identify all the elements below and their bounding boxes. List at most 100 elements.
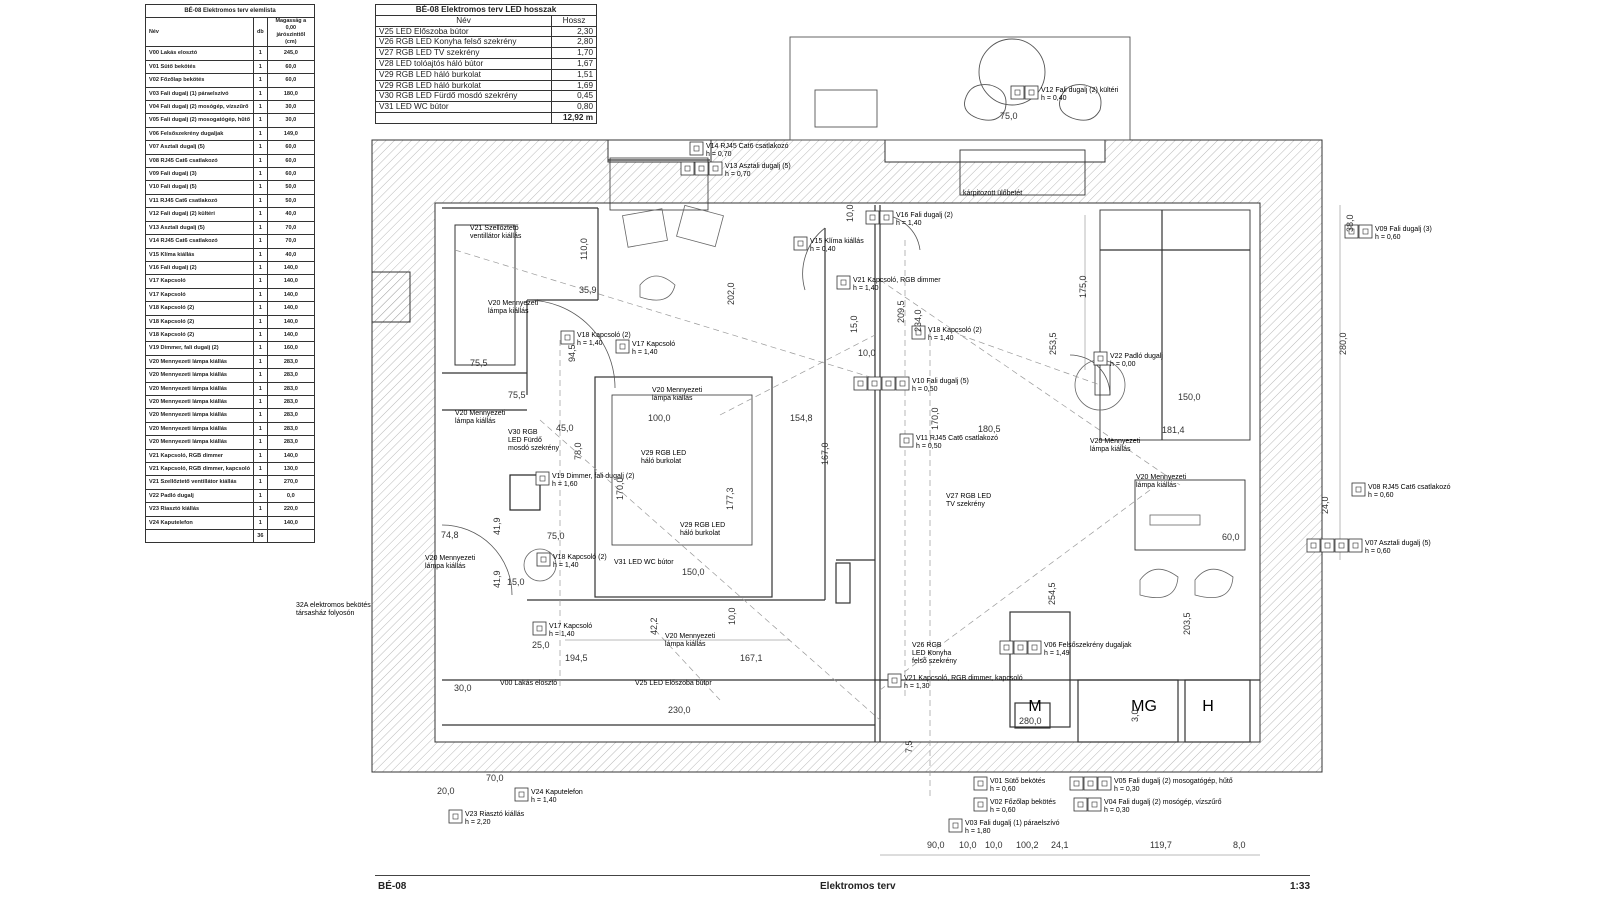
row-count: 1 xyxy=(253,234,268,249)
wiring xyxy=(454,240,1181,800)
appliance-mg: MG xyxy=(1131,698,1157,715)
row-name: V20 Mennyezeti lámpa kiállás xyxy=(144,435,255,450)
dimension-label: 75,0 xyxy=(547,531,565,541)
socket-icon xyxy=(532,621,547,636)
row-height: 140,0 xyxy=(266,448,316,464)
row-name: V20 Mennyezeti lámpa kiállás xyxy=(144,368,255,383)
row-name: V29 RGB LED háló burkolat xyxy=(374,68,553,81)
device-label: V05 Fali dugalj (2) mosogatógép, hűtő xyxy=(1114,778,1233,785)
dimension-label: 75,0 xyxy=(1000,111,1018,121)
row-count: 1 xyxy=(253,287,268,303)
footer-sheet-code: BÉ-08 xyxy=(378,881,407,892)
dimension-label: 280,0 xyxy=(1338,332,1348,355)
device-height: h = 1,40 xyxy=(577,340,603,347)
row-height: 270,0 xyxy=(266,475,316,490)
row-name: V05 Fali dugalj (2) mosogatógép, hűtő xyxy=(144,113,255,128)
socket-icon xyxy=(448,809,463,824)
device-label: V10 Fali dugalj (5) xyxy=(912,378,969,385)
socket-icon xyxy=(615,339,630,354)
row-count: 1 xyxy=(253,220,268,236)
socket-icon xyxy=(836,275,851,290)
socket-icon xyxy=(1083,776,1098,791)
row-name: V04 Fali dugalj (2) mosógép, vízszűrő xyxy=(144,100,255,115)
balcony-seat-label: kárpitozott ülőbetét xyxy=(963,190,1022,197)
device-label: V21 Kapcsoló, RGB dimmer, kapcsoló xyxy=(904,675,1023,682)
device-label: V17 Kapcsoló xyxy=(632,341,675,348)
row-count: 1 xyxy=(253,86,268,102)
dimension-label: 94,5 xyxy=(567,344,577,362)
row-height: 60,0 xyxy=(266,59,316,75)
socket-icon xyxy=(881,376,896,391)
dimension-label: 75,5 xyxy=(470,358,488,368)
row-count: 1 xyxy=(253,260,268,276)
row-count: 1 xyxy=(253,73,268,88)
row-height: 283,0 xyxy=(266,368,316,383)
device-height: h = 1,40 xyxy=(632,349,658,356)
row-name: V20 Mennyezeti lámpa kiállás xyxy=(144,381,255,396)
row-height: 40,0 xyxy=(266,207,316,222)
row-height: 140,0 xyxy=(266,314,316,329)
row-count: 1 xyxy=(253,502,268,517)
dimension-label: 15,0 xyxy=(849,315,859,333)
socket-icon xyxy=(879,210,894,225)
device-label: V24 Kaputelefon xyxy=(531,789,583,796)
dimension-label: 3,0 xyxy=(1130,709,1140,722)
socket-icon xyxy=(535,471,550,486)
device-v18b: V18 Kapcsoló (2)h = 1,40 xyxy=(911,325,982,342)
device-height: h = 0,60 xyxy=(1375,234,1401,241)
row-height: 140,0 xyxy=(266,287,316,303)
device-v07: V07 Asztali dugalj (5)h = 0,60 xyxy=(1306,538,1431,555)
dimension-label: 10,0 xyxy=(985,840,1003,850)
row-height: 140,0 xyxy=(266,260,316,276)
footer-line xyxy=(375,875,1310,876)
dimension-label: 78,0 xyxy=(573,442,583,460)
row-name: V18 Kapcsoló (2) xyxy=(144,301,255,316)
device-height: h = 0,50 xyxy=(912,386,938,393)
footer-scale: 1:33 xyxy=(1290,881,1311,892)
row-count: 1 xyxy=(253,100,268,115)
socket-icon xyxy=(999,640,1014,655)
row-height: 245,0 xyxy=(266,46,316,61)
row-height: 60,0 xyxy=(266,153,316,169)
appliance-h: H xyxy=(1202,698,1214,715)
row-count: 1 xyxy=(253,354,268,370)
appliance-m: M xyxy=(1028,698,1041,715)
device-label: V14 RJ45 Cat6 csatlakozó xyxy=(706,143,789,150)
device-height: h = 1,40 xyxy=(531,797,557,804)
socket-icon xyxy=(1073,797,1088,812)
row-name: V08 RJ45 Cat6 csatlakozó xyxy=(144,153,255,169)
device-label: V06 Felsőszekrény dugaljak xyxy=(1044,642,1132,649)
row-count: 1 xyxy=(253,381,268,396)
row-count: 1 xyxy=(253,301,268,316)
row-height: 140,0 xyxy=(266,515,316,531)
socket-icon xyxy=(867,376,882,391)
socket-icon xyxy=(536,552,551,567)
dimension-label: 170,0 xyxy=(930,407,940,430)
device-height: h = 0,70 xyxy=(706,151,732,158)
row-count: 1 xyxy=(253,515,268,531)
